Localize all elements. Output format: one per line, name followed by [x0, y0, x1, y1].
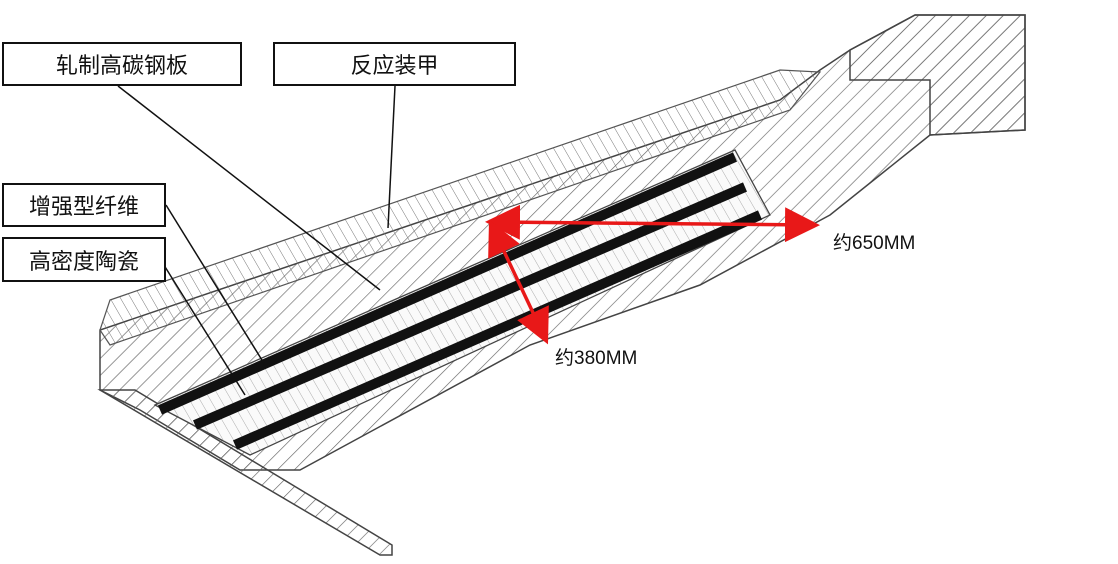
- label-ceramic: 高密度陶瓷: [2, 237, 166, 282]
- measurement-slant: 约380MM: [555, 348, 638, 369]
- leader-line: [387, 85, 396, 229]
- leader-line: [117, 85, 381, 291]
- fiber-stripe: [157, 152, 738, 415]
- turret-block: [849, 14, 1026, 136]
- leader-line: [161, 261, 246, 396]
- hull-lip: [97, 389, 393, 556]
- label-reactive-armor: 反应装甲: [273, 42, 516, 86]
- measure-arrow-slant: [488, 219, 549, 345]
- measurement-horizontal: 约650MM: [833, 233, 916, 254]
- label-rolled-steel: 轧制高碳钢板: [2, 42, 242, 86]
- reactive-armor-layer: [99, 69, 822, 346]
- label-reinforced-fiber: 增强型纤维: [2, 183, 166, 227]
- leader-line: [165, 204, 266, 366]
